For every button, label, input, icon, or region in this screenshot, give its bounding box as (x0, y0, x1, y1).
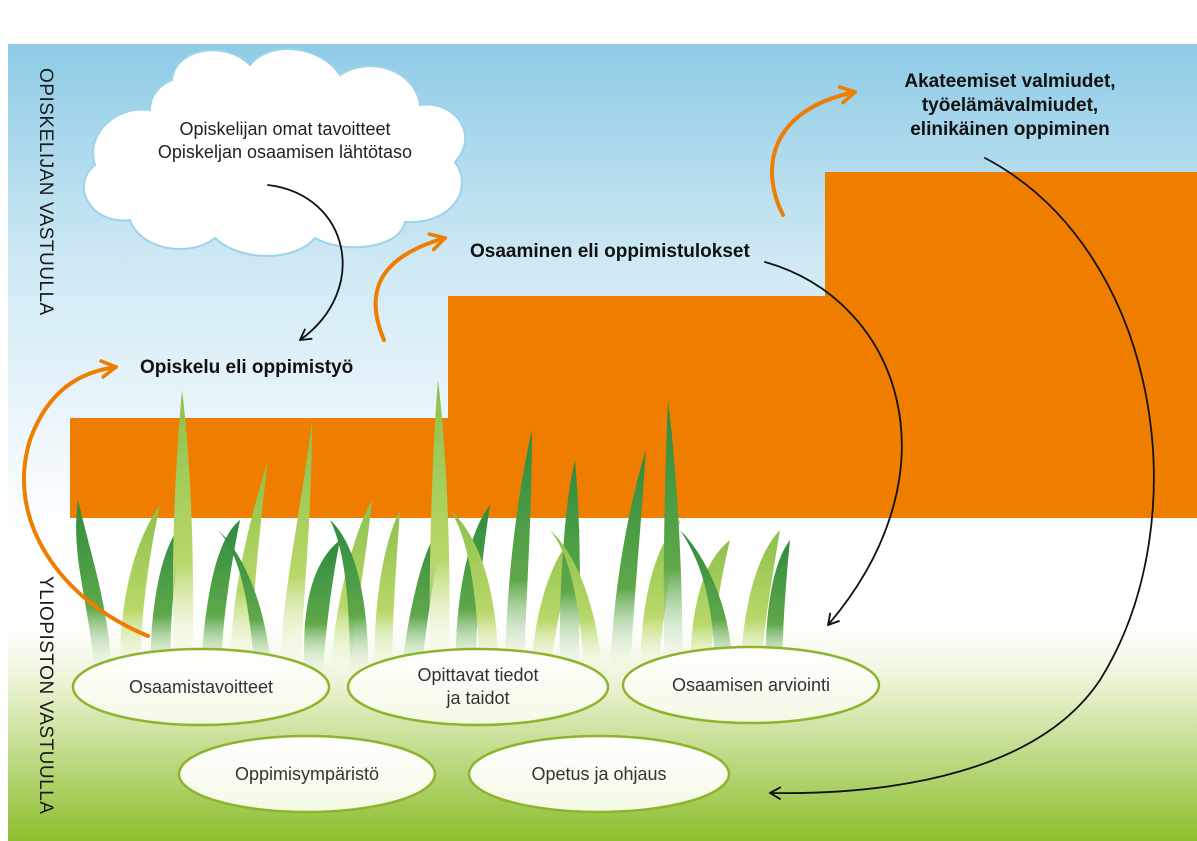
side-label-student: OPISKELIJAN VASTUULLA (35, 68, 56, 316)
arrow-competence-to-outcome (770, 85, 857, 217)
oval-teaching (467, 734, 731, 814)
stage-label-outcome: Akateemiset valmiudet, työelämävalmiudet… (870, 70, 1150, 141)
step-3 (825, 172, 1197, 518)
arrow-university-to-study (21, 359, 150, 638)
arrow-competence-to-assessment (764, 261, 903, 626)
stage-label-study: Opiskelu eli oppimistyö (140, 357, 354, 378)
oval-label-teaching: Opetus ja ohjaus (531, 764, 667, 784)
outcome-line-2: työelämävalmiudet, (921, 94, 1099, 116)
oval-label-assessment: Osaamisen arviointi (671, 675, 831, 695)
oval-knowledge (346, 647, 610, 727)
oval-label-knowledge: Opittavat tiedot ja taidot (348, 664, 608, 711)
oval-assessment (621, 645, 881, 725)
outcome-line-1: Akateemiset valmiudet, (904, 71, 1116, 92)
oval-goals (71, 647, 331, 727)
outcome-line-3: elinikäinen oppiminen (910, 118, 1110, 140)
arrow-outcome-to-teaching (769, 157, 1155, 800)
oval-label-environment: Oppimisympäristö (234, 764, 380, 784)
cloud-line-goals: Opiskelijan omat tavoitteet (179, 119, 391, 139)
black-arrows (267, 157, 1155, 800)
knowledge-line-2: ja taidot (446, 688, 510, 709)
stage-label-competence: Osaaminen eli oppimistulokset (470, 241, 750, 262)
orange-arrows (21, 85, 857, 638)
cloud-line-baseline: Opiskeljan osaamisen lähtötaso (157, 141, 413, 162)
staircase (70, 172, 1197, 518)
grass (76, 380, 790, 680)
oval-label-goals: Osaamistavoitteet (128, 677, 274, 697)
oval-environment (177, 734, 437, 814)
arrow-study-to-competence (373, 232, 447, 342)
side-label-university: YLIOPISTON VASTUULLA (35, 576, 56, 815)
cloud-text: Opiskelijan omat tavoitteet Opiskeljan o… (120, 118, 450, 163)
knowledge-line-1: Opittavat tiedot (417, 665, 539, 685)
step-2 (448, 296, 825, 518)
cloud-shape (83, 48, 467, 257)
oval-group (71, 645, 881, 814)
arrow-cloud-to-study (267, 184, 344, 341)
